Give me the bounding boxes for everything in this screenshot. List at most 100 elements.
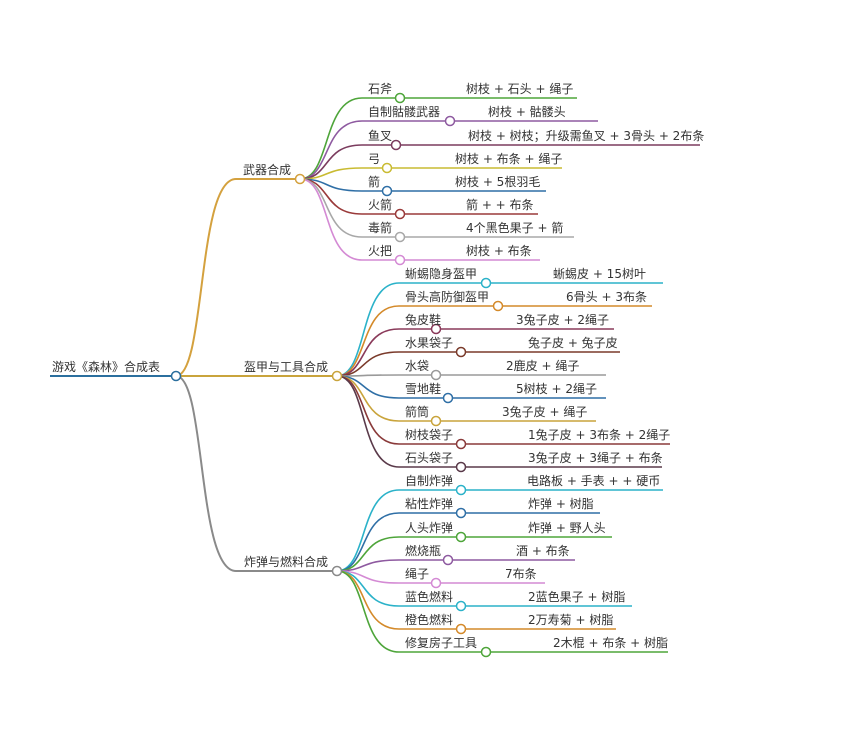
item-node	[430, 577, 442, 589]
item-bow[interactable]: 弓	[368, 152, 381, 166]
connector-category-to-item	[336, 328, 400, 377]
item-node	[430, 415, 442, 427]
connector-category-to-item	[299, 178, 363, 215]
recipe-water-skin: 2鹿皮 + 绳子	[506, 359, 580, 373]
item-head-bomb[interactable]: 人头炸弹	[405, 521, 454, 535]
item-node	[430, 323, 442, 335]
recipe-arrow: 树枝 + 5根羽毛	[455, 175, 541, 189]
item-fish-spear[interactable]: 鱼叉	[368, 129, 393, 143]
recipe-torch: 树枝 + 布条	[466, 244, 532, 258]
connector-root-to-category	[175, 375, 237, 572]
recipe-blue-fuel: 2蓝色果子 + 树脂	[528, 590, 626, 604]
item-node	[455, 623, 467, 635]
item-node	[394, 254, 406, 266]
recipe-snow-shoes: 5树枝 + 2绳子	[516, 382, 597, 396]
category-node	[331, 565, 343, 577]
connector-category-to-item	[336, 305, 400, 377]
connector-category-to-item	[336, 570, 400, 607]
item-water-skin[interactable]: 水袋	[405, 359, 430, 373]
connector-category-to-item	[336, 282, 400, 377]
item-node	[480, 646, 492, 658]
category-weapons[interactable]: 武器合成	[243, 163, 292, 177]
recipe-lizard-armor: 蜥蜴皮 + 15树叶	[553, 267, 646, 281]
item-rabbit-boots[interactable]: 兔皮鞋	[405, 313, 442, 327]
item-node	[390, 139, 402, 151]
item-node	[455, 346, 467, 358]
recipe-rabbit-boots: 3兔子皮 + 2绳子	[516, 313, 609, 327]
item-skull-weapon[interactable]: 自制骷髅武器	[368, 105, 441, 119]
item-node	[442, 392, 454, 404]
item-blue-fuel[interactable]: 蓝色燃料	[405, 590, 454, 604]
recipe-stick-bag: 1兔子皮 + 3布条 + 2绳子	[528, 428, 671, 442]
item-lizard-armor[interactable]: 蜥蜴隐身盔甲	[405, 267, 478, 281]
recipe-fire-arrow: 箭 + + 布条	[466, 198, 534, 212]
recipe-quiver: 3兔子皮 + 绳子	[502, 405, 588, 419]
root-node	[170, 370, 182, 382]
item-node	[394, 92, 406, 104]
connector-category-to-item	[299, 178, 363, 261]
item-node	[480, 277, 492, 289]
recipe-fish-spear: 树枝 + 树枝；升级需鱼叉 + 3骨头 + 2布条	[468, 129, 705, 143]
item-poison-arrow[interactable]: 毒箭	[368, 221, 393, 235]
item-fruit-bag[interactable]: 水果袋子	[405, 336, 454, 350]
connector-root-to-category	[175, 178, 237, 377]
item-node	[444, 115, 456, 127]
item-node	[455, 507, 467, 519]
category-node	[294, 173, 306, 185]
recipe-head-bomb: 炸弹 + 野人头	[528, 521, 606, 535]
recipe-fruit-bag: 兔子皮 + 兔子皮	[528, 336, 618, 350]
item-homemade-bomb[interactable]: 自制炸弹	[405, 474, 454, 488]
recipe-bone-armor: 6骨头 + 3布条	[566, 290, 647, 304]
connector-category-to-item	[336, 375, 400, 422]
category-armor-tools[interactable]: 盔甲与工具合成	[244, 360, 329, 374]
recipe-poison-arrow: 4个黑色果子 + 箭	[466, 221, 564, 235]
item-molotov[interactable]: 燃烧瓶	[405, 544, 442, 558]
connector-category-to-item	[299, 144, 363, 180]
connector-category-to-item	[336, 570, 400, 653]
item-node	[394, 208, 406, 220]
item-arrow[interactable]: 箭	[368, 175, 381, 189]
item-node	[455, 484, 467, 496]
category-bombs-fuel[interactable]: 炸弹与燃料合成	[244, 555, 329, 569]
item-fire-arrow[interactable]: 火箭	[368, 198, 393, 212]
item-stone-axe[interactable]: 石斧	[368, 82, 393, 96]
item-rope[interactable]: 绳子	[405, 567, 430, 581]
recipe-repair-tool: 2木棍 + 布条 + 树脂	[553, 636, 669, 650]
item-node	[442, 554, 454, 566]
item-node	[381, 185, 393, 197]
recipe-skull-weapon: 树枝 + 骷髅头	[488, 105, 566, 119]
item-repair-tool[interactable]: 修复房子工具	[405, 636, 478, 650]
recipe-rope: 7布条	[505, 567, 537, 581]
recipe-rock-bag: 3兔子皮 + 3绳子 + 布条	[528, 451, 663, 465]
item-node	[394, 231, 406, 243]
item-quiver[interactable]: 箭筒	[405, 405, 430, 419]
item-node	[492, 300, 504, 312]
recipe-homemade-bomb: 电路板 + 手表 + + 硬币	[527, 474, 661, 488]
category-node	[331, 370, 343, 382]
item-node	[455, 531, 467, 543]
item-bone-armor[interactable]: 骨头高防御盔甲	[405, 290, 490, 304]
connector-category-to-item	[299, 97, 363, 180]
connector-category-to-item	[336, 489, 400, 572]
item-stick-bag[interactable]: 树枝袋子	[405, 428, 454, 442]
connector-category-to-item	[336, 512, 400, 572]
item-node	[455, 438, 467, 450]
item-rock-bag[interactable]: 石头袋子	[405, 451, 454, 465]
connector-category-to-item	[336, 536, 400, 572]
item-snow-shoes[interactable]: 雪地鞋	[405, 382, 442, 396]
item-torch[interactable]: 火把	[368, 244, 393, 258]
recipe-stone-axe: 树枝 + 石头 + 绳子	[466, 82, 574, 96]
connector-category-to-item	[336, 375, 400, 468]
root-node-label[interactable]: 游戏《森林》合成表	[52, 360, 161, 374]
recipe-orange-fuel: 2万寿菊 + 树脂	[528, 613, 614, 627]
item-node	[455, 600, 467, 612]
item-sticky-bomb[interactable]: 粘性炸弹	[405, 497, 454, 511]
item-node	[455, 461, 467, 473]
item-node	[381, 162, 393, 174]
recipe-molotov: 酒 + 布条	[516, 544, 570, 558]
item-orange-fuel[interactable]: 橙色燃料	[405, 613, 454, 627]
recipe-sticky-bomb: 炸弹 + 树脂	[528, 497, 594, 511]
item-node	[430, 369, 442, 381]
